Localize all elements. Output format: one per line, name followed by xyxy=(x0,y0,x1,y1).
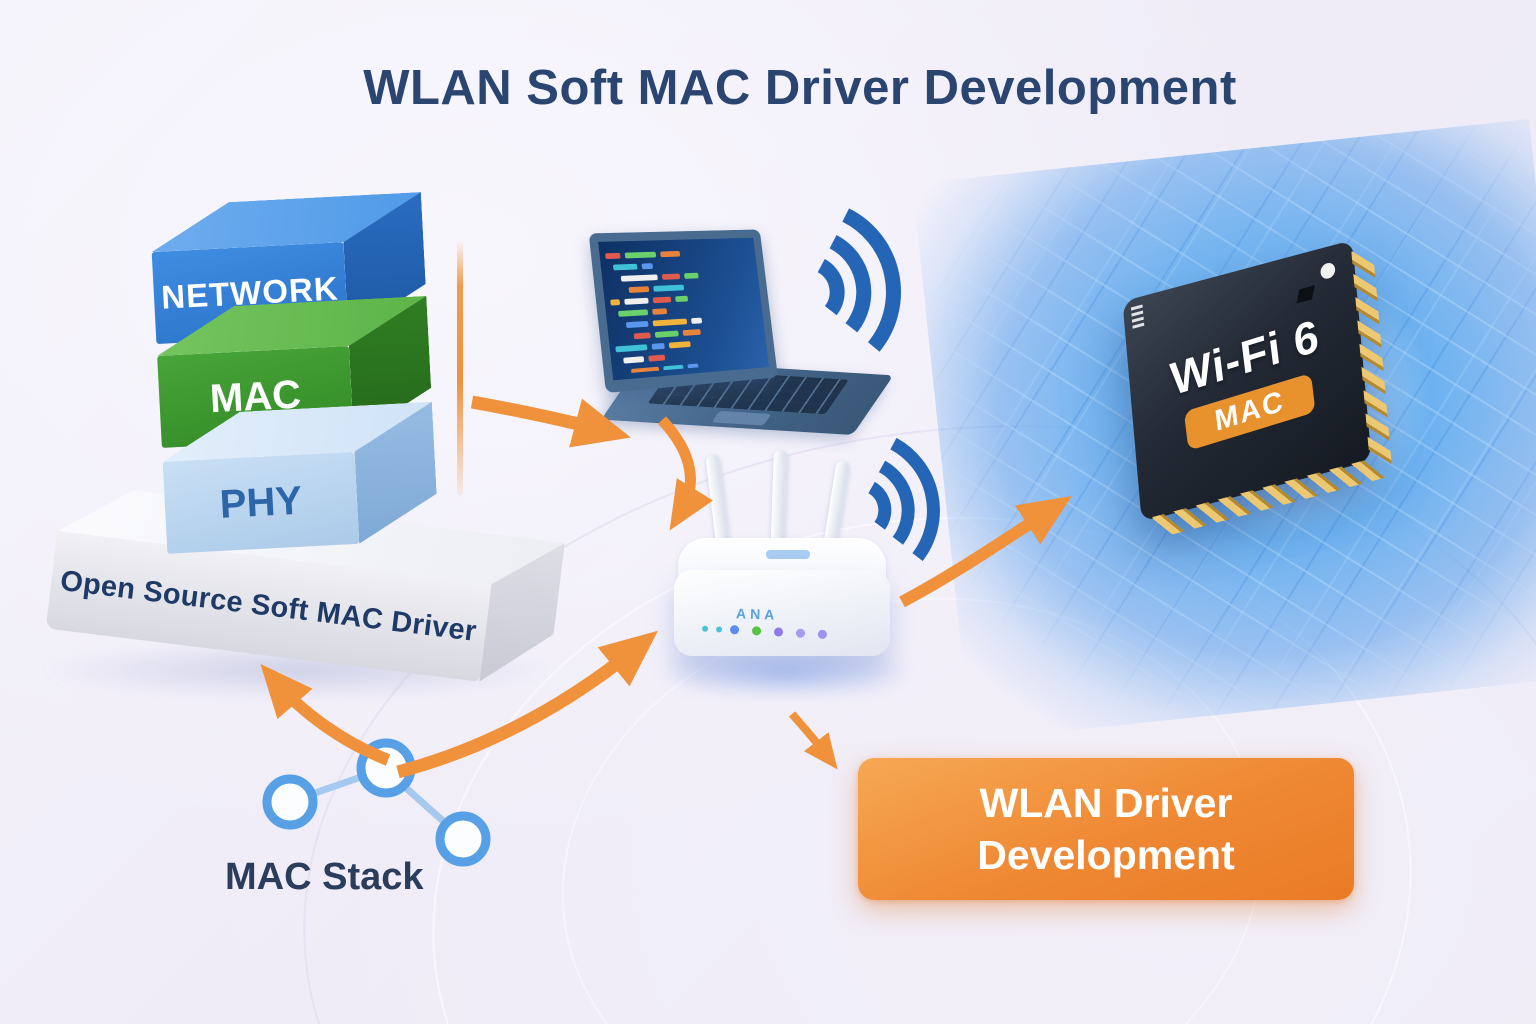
router-led xyxy=(796,628,805,637)
wifi-router: ANA xyxy=(660,438,910,698)
protocol-stack: NETWORK MAC PHY xyxy=(149,186,550,625)
arrow-router-to-box xyxy=(792,714,828,757)
stack-layer-phy-label: PHY xyxy=(163,452,360,554)
router-body: ANA xyxy=(674,570,890,656)
router-led xyxy=(730,625,739,634)
arrow-router-to-chip xyxy=(902,509,1052,602)
router-led xyxy=(702,625,708,631)
mac-stack-graph xyxy=(267,743,486,862)
router-logo-mark xyxy=(766,550,810,559)
page-title: WLAN Soft MAC Driver Development xyxy=(320,60,1280,116)
result-box-label: WLAN Driver Development xyxy=(941,777,1271,882)
laptop-trackpad xyxy=(711,411,771,426)
wlan-driver-development-box: WLAN Driver Development xyxy=(858,758,1354,900)
router-leds xyxy=(702,624,872,642)
mac-stack-label: MAC Stack xyxy=(225,856,475,899)
code-editor-screen xyxy=(604,243,763,374)
router-led xyxy=(774,627,783,636)
laptop-screen xyxy=(589,229,778,393)
router-brand-label: ANA xyxy=(736,605,779,622)
router-led xyxy=(818,630,827,639)
stack-layer-phy: PHY xyxy=(160,402,439,554)
wifi6-mac-chip: Wi-Fi 6 MAC xyxy=(1122,240,1371,522)
router-led xyxy=(716,626,722,632)
developer-laptop xyxy=(580,212,910,432)
router-led xyxy=(752,626,761,635)
